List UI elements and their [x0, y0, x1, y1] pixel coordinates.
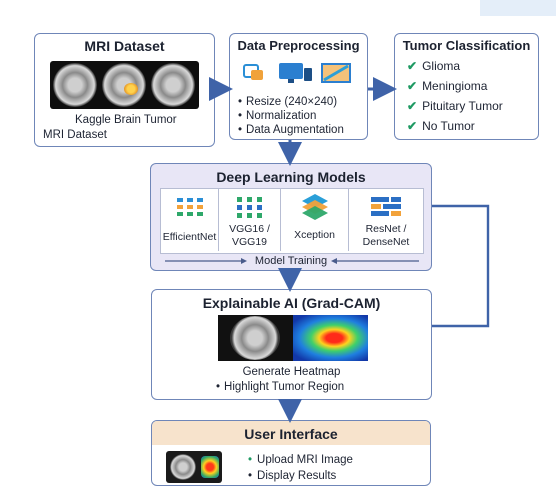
blocks-icon — [371, 197, 401, 216]
xai-box: Explainable AI (Grad-CAM) Generate Heatm… — [151, 289, 432, 400]
ui-header — [152, 421, 430, 445]
network-grid-icon — [176, 198, 203, 216]
check-icon: ✔ — [407, 99, 418, 113]
preprocess-step-2: Normalization — [238, 110, 316, 122]
ui-title: User Interface — [244, 426, 338, 442]
mri-sample-strip — [50, 61, 199, 109]
model-label: Xception — [294, 229, 335, 241]
models-panel: EfficientNet VGG16 / VGG19 Xception — [160, 188, 424, 254]
mri-sample-2 — [102, 63, 146, 107]
layers-stack-icon — [301, 194, 328, 220]
model-label: EfficientNet — [162, 231, 217, 243]
ui-item-2: •Display Results — [248, 470, 337, 482]
ui-mri-preview — [170, 454, 196, 480]
model-vgg: VGG16 / VGG19 — [219, 189, 281, 251]
feedback-loop-line — [432, 204, 490, 328]
ui-heatmap-preview — [201, 456, 219, 478]
class-item-pituitary: ✔Pituitary Tumor — [407, 99, 503, 113]
class-item-no-tumor: ✔No Tumor — [407, 119, 475, 133]
mri-dataset-title: MRI Dataset — [84, 38, 165, 54]
preprocess-step-3: Data Augmentation — [238, 124, 344, 136]
training-arrows — [165, 258, 419, 264]
check-icon: ✔ — [407, 79, 418, 93]
class-item-meningioma: ✔Meningioma — [407, 79, 488, 93]
mri-dataset-caption-2: MRI Dataset — [43, 129, 107, 141]
deep-learning-title: Deep Learning Models — [216, 169, 366, 185]
model-xception: Xception — [281, 189, 349, 251]
corner-accent — [480, 0, 556, 16]
model-resnet: ResNet / DenseNet — [349, 189, 423, 251]
model-training-label: Model Training — [254, 255, 328, 267]
xai-caption-2: Highlight Tumor Region — [216, 381, 344, 393]
model-label: VGG19 — [231, 236, 268, 248]
resize-icon — [243, 64, 263, 80]
gradcam-heatmap-image — [293, 315, 368, 361]
mri-sample-3 — [151, 63, 195, 107]
preprocess-icons — [243, 63, 351, 83]
ui-bullet-icon: • — [248, 470, 253, 482]
model-efficientnet: EfficientNet — [161, 189, 219, 251]
ui-item-1: •Upload MRI Image — [248, 454, 353, 466]
classification-title: Tumor Classification — [402, 38, 531, 53]
mri-sample-1 — [53, 63, 97, 107]
preprocessing-box: Data Preprocessing Resize (240×240) Norm… — [229, 33, 368, 140]
model-label: ResNet / — [365, 223, 407, 235]
xai-caption-1: Generate Heatmap — [242, 366, 341, 378]
image-augment-icon — [321, 63, 351, 83]
model-label: DenseNet — [362, 236, 410, 248]
xai-title: Explainable AI (Grad-CAM) — [202, 295, 381, 311]
classification-box: Tumor Classification ✔Glioma ✔Meningioma… — [394, 33, 539, 140]
ui-bullet-icon: • — [248, 454, 253, 466]
monitor-icon — [279, 63, 312, 83]
ui-box: User Interface •Upload MRI Image •Displa… — [151, 420, 431, 486]
model-label: VGG16 / — [229, 223, 270, 235]
mri-dataset-box: MRI Dataset Kaggle Brain Tumor MRI Datas… — [34, 33, 215, 147]
xai-image-panel — [218, 315, 368, 361]
deep-learning-box: Deep Learning Models EfficientNet VGG16 … — [150, 163, 432, 271]
xai-mri-image — [230, 316, 280, 360]
check-icon: ✔ — [407, 119, 418, 133]
preprocessing-title: Data Preprocessing — [237, 38, 360, 53]
check-icon: ✔ — [407, 59, 418, 73]
preprocess-step-1: Resize (240×240) — [238, 96, 337, 108]
class-item-glioma: ✔Glioma — [407, 59, 461, 73]
mri-dataset-caption-1: Kaggle Brain Tumor — [75, 114, 177, 126]
network-grid-icon — [236, 197, 262, 218]
ui-tablet-icon — [166, 451, 222, 483]
